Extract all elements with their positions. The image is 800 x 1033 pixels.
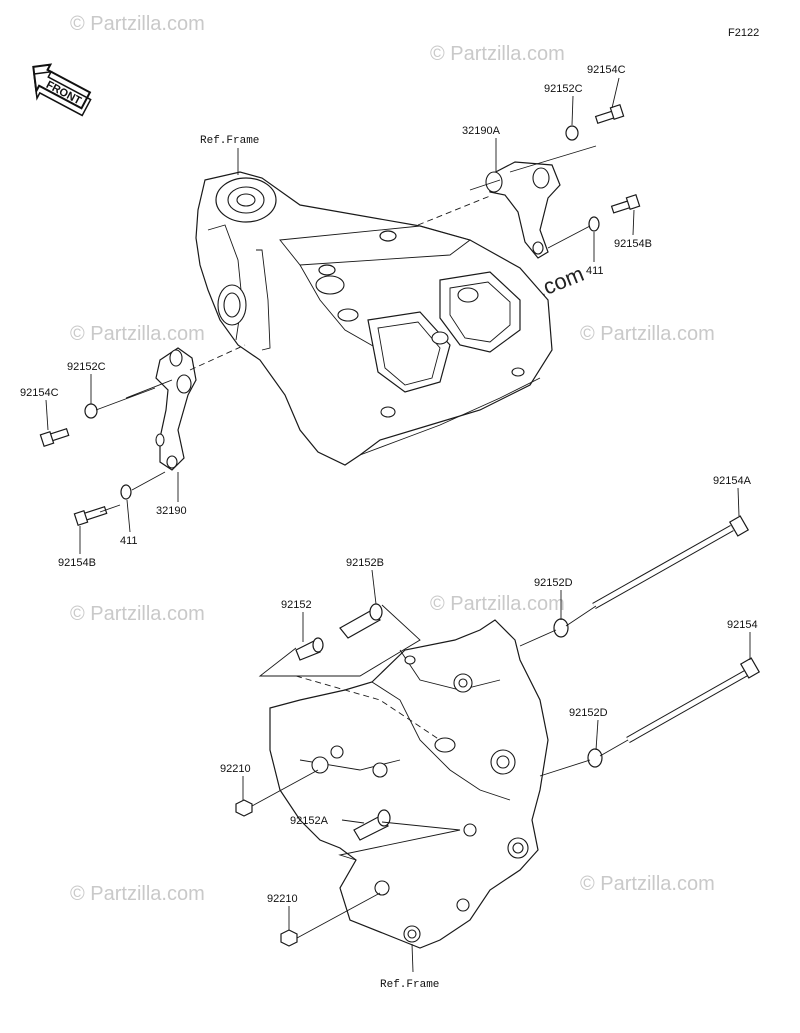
part-labels: 92154C 92152C 32190A 92154B 411 92152C 9… bbox=[20, 64, 758, 905]
collar-92152 bbox=[295, 637, 324, 661]
label-92154: 92154 bbox=[727, 619, 758, 631]
nut-92210-bot bbox=[280, 929, 298, 947]
collar-92152d-mid bbox=[587, 748, 603, 768]
label-92152a: 92152A bbox=[290, 815, 329, 827]
bolt-92154c-left bbox=[39, 427, 70, 448]
watermark: © Partzilla.com bbox=[580, 323, 715, 345]
label-92154a: 92154A bbox=[713, 475, 752, 487]
bolt-92154c-top bbox=[594, 103, 625, 124]
label-92154c-top: 92154C bbox=[587, 64, 626, 76]
label-92154c-left: 92154C bbox=[20, 387, 59, 399]
bracket-32190 bbox=[155, 347, 197, 471]
ref-frame-label-top: Ref.Frame bbox=[200, 135, 259, 147]
label-92152b: 92152B bbox=[346, 557, 384, 569]
label-32190: 32190 bbox=[156, 505, 187, 517]
label-32190a: 32190A bbox=[462, 125, 501, 137]
label-92154b-left: 92154B bbox=[58, 557, 96, 569]
engine-case bbox=[269, 619, 549, 949]
ref-frame-label-bottom: Ref.Frame bbox=[380, 979, 439, 991]
label-92152c-top: 92152C bbox=[544, 83, 583, 95]
bolt-92154a bbox=[592, 515, 750, 610]
label-411-top: 411 bbox=[586, 265, 604, 277]
watermark: © Partzilla.com bbox=[70, 13, 205, 35]
washer-411-top bbox=[588, 216, 600, 232]
label-92154b-top: 92154B bbox=[614, 238, 652, 250]
label-92152c-left: 92152C bbox=[67, 361, 106, 373]
collar-92152c-left bbox=[84, 403, 98, 419]
collar-92152d-top bbox=[553, 618, 569, 638]
watermark: © Partzilla.com bbox=[70, 883, 205, 905]
collar-92152a bbox=[353, 809, 391, 841]
label-92152: 92152 bbox=[281, 599, 312, 611]
label-92152d-mid: 92152D bbox=[569, 707, 608, 719]
watermark: © Partzilla.com bbox=[70, 603, 205, 625]
watermark: © Partzilla.com bbox=[70, 323, 205, 345]
watermark: © Partzilla.com bbox=[430, 593, 565, 615]
watermark: © Partzilla.com bbox=[430, 43, 565, 65]
collar-92152c-top bbox=[565, 125, 579, 141]
bracket-32190a bbox=[485, 161, 561, 259]
label-411-left: 411 bbox=[120, 535, 138, 547]
nut-92210-mid bbox=[235, 799, 253, 817]
label-92210-bot: 92210 bbox=[267, 893, 298, 905]
watermark: © Partzilla.com bbox=[580, 873, 715, 895]
main-frame bbox=[195, 171, 553, 466]
figure-code: F2122 bbox=[728, 27, 759, 39]
label-92210-mid: 92210 bbox=[220, 763, 251, 775]
bolt-92154b-left bbox=[73, 505, 108, 527]
bolt-92154 bbox=[626, 657, 761, 744]
washer-411-left bbox=[120, 484, 132, 500]
bolt-92154b-top bbox=[610, 193, 641, 214]
label-92152d-top: 92152D bbox=[534, 577, 573, 589]
leader-lines bbox=[45, 77, 751, 973]
collar-92152b bbox=[339, 603, 383, 639]
front-arrow-icon: FRONT bbox=[32, 63, 92, 117]
